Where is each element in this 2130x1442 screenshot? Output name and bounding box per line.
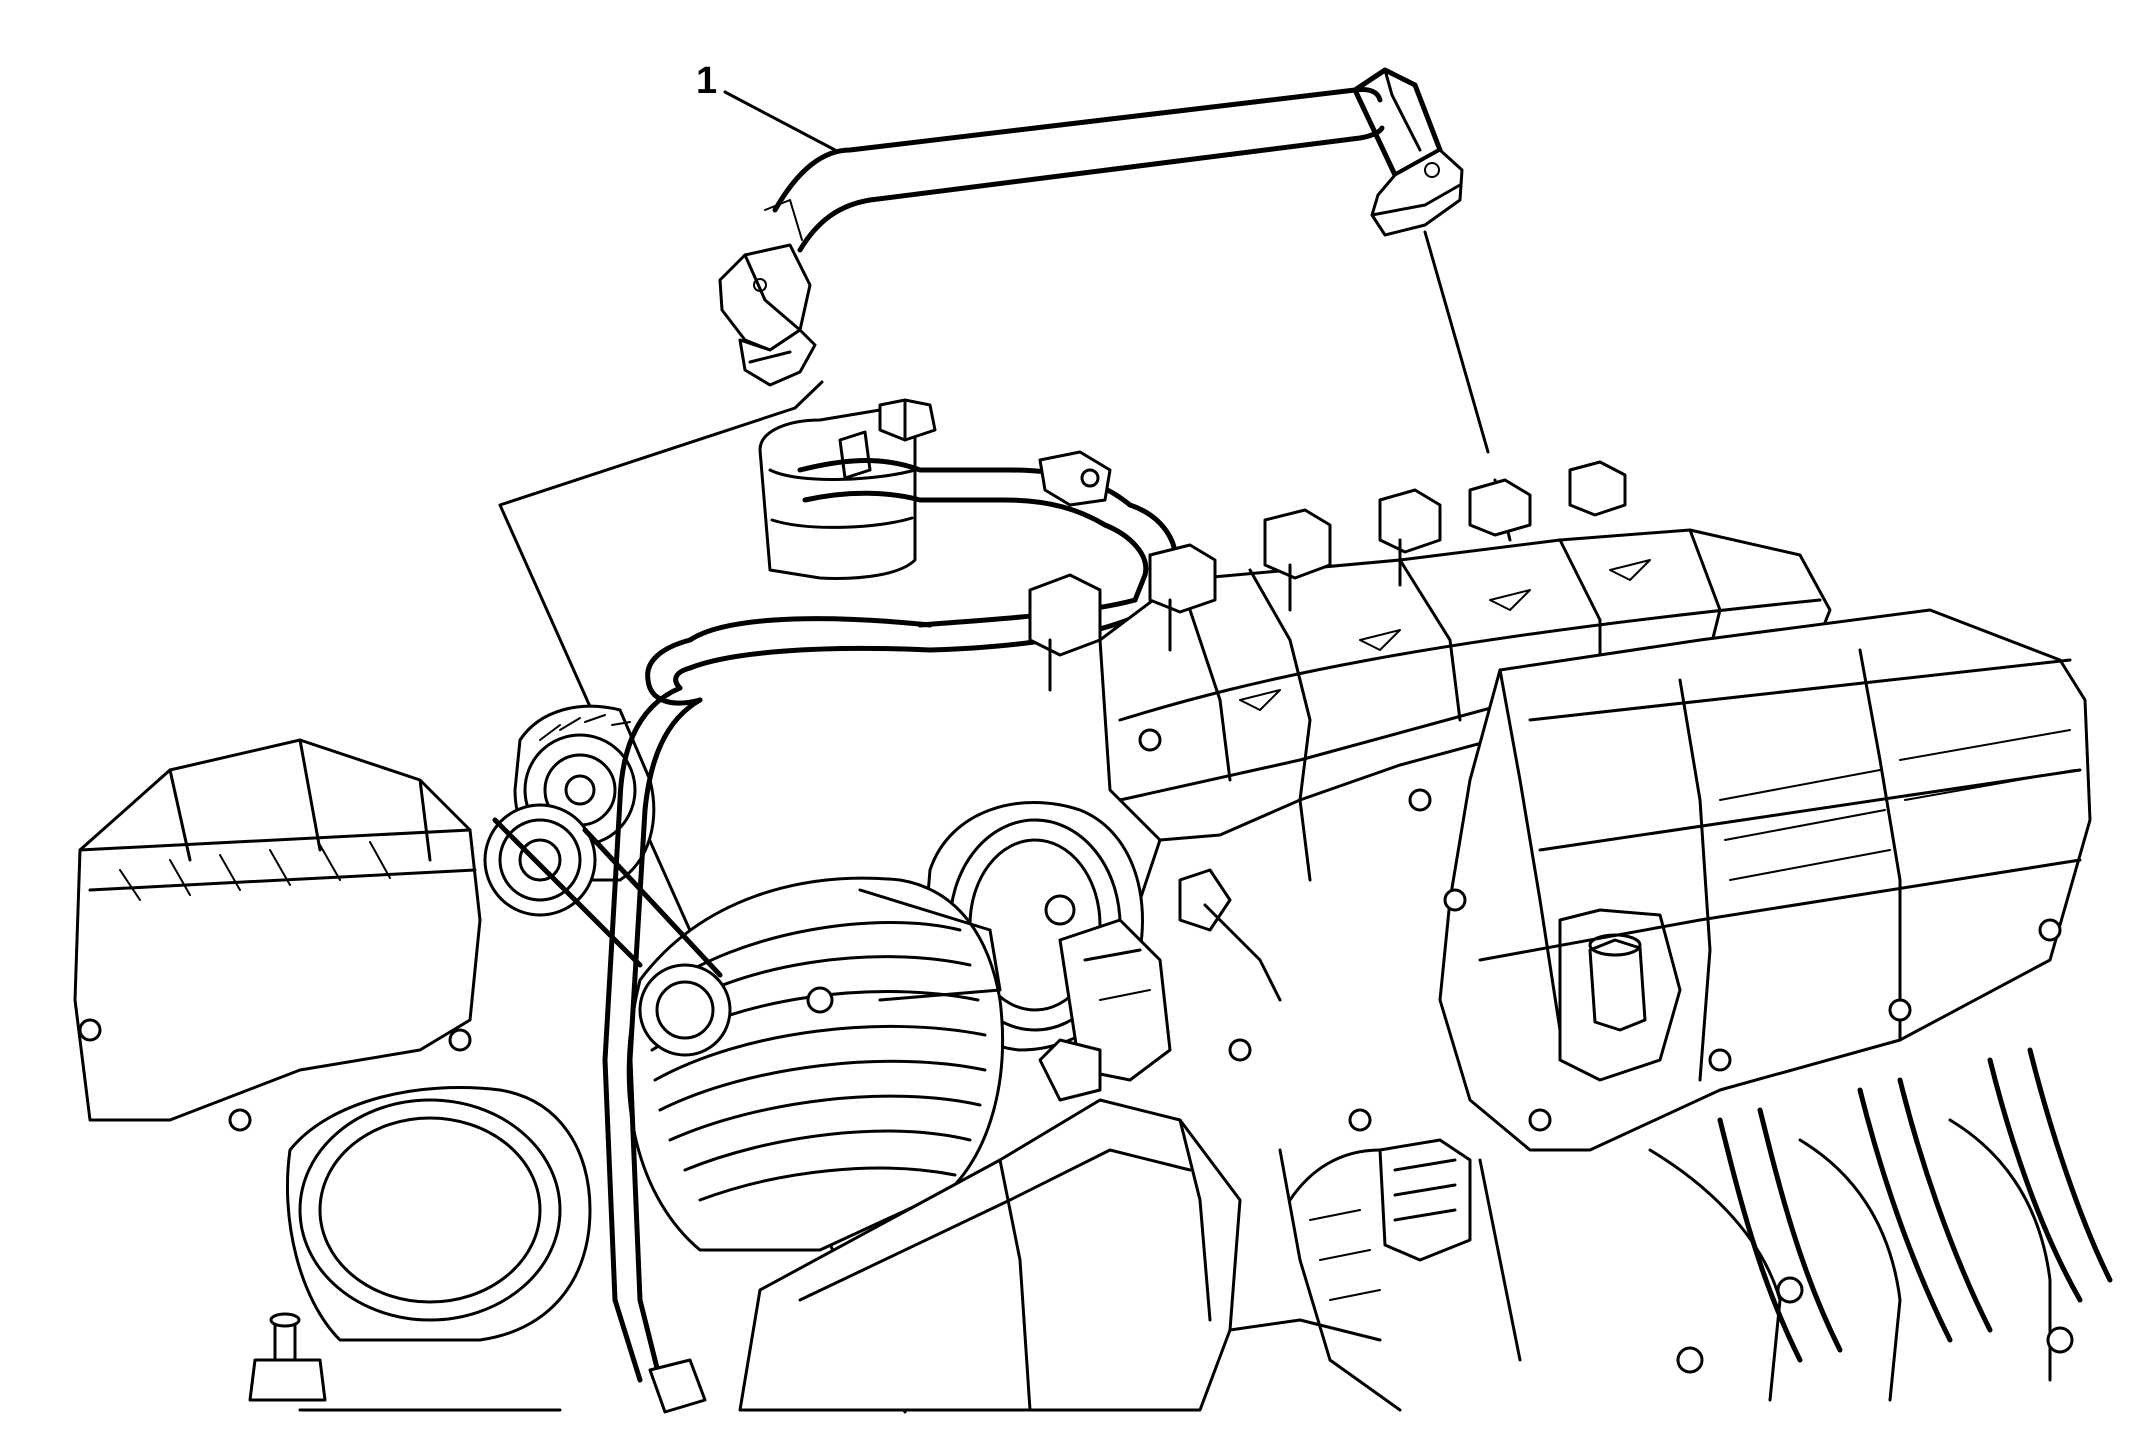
engine-fasteners xyxy=(806,728,1432,1132)
engine-block xyxy=(1228,1148,1522,1412)
callout-leader-line xyxy=(723,90,837,152)
ignition-coils xyxy=(1028,460,1627,692)
pcv-hose xyxy=(718,67,1464,387)
drive-belt-pulleys xyxy=(483,803,732,1057)
vent-tube xyxy=(602,685,707,1414)
callout-number: 1 xyxy=(696,60,718,102)
intake-resonator xyxy=(758,398,937,580)
intake-manifold xyxy=(1098,528,1832,902)
air-cleaner-housing xyxy=(738,1098,1242,1412)
right-valve-cover xyxy=(1438,608,2092,1152)
exhaust-manifold xyxy=(1648,1047,2113,1402)
left-intake-assembly xyxy=(73,738,592,1412)
wiring-connector xyxy=(1288,1138,1472,1262)
bottom-fitting xyxy=(248,1312,327,1402)
